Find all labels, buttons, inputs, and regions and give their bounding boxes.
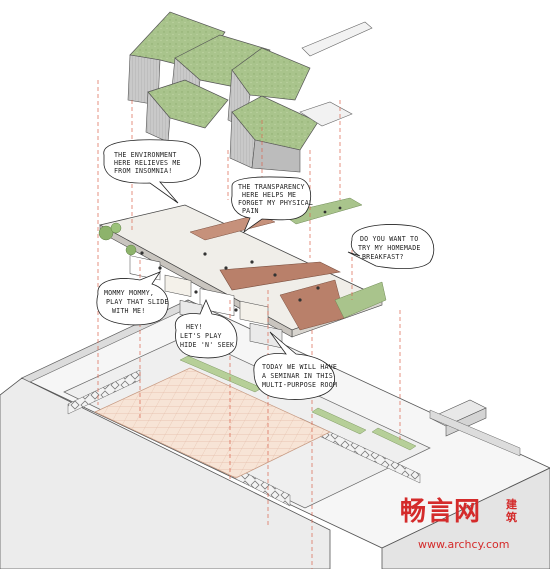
bubble-seminar-line-3: MULTI-PURPOSE ROOM <box>262 381 337 389</box>
bubble-environment-line-1: THE ENVIRONMENT <box>114 151 177 159</box>
bubble-seminar-line-1: TODAY WE WILL HAVE <box>262 363 337 371</box>
green-walkway <box>281 197 363 225</box>
roof-level <box>127 11 373 173</box>
right-parapet <box>429 409 521 457</box>
base-green-strip-3 <box>371 427 417 451</box>
base-green-strip-2 <box>311 407 367 435</box>
base-left-facade <box>0 377 331 569</box>
bubble-hide-line-3: HIDE 'N' SEEK <box>180 341 234 349</box>
speech-bubble-seminar: TODAY WE WILL HAVE A SEMINAR IN THIS MUL… <box>253 331 337 400</box>
green-strip-right <box>334 281 387 319</box>
trees <box>98 222 137 256</box>
watermark-side-2: 筑 <box>506 510 517 524</box>
base-right-facade <box>381 467 550 569</box>
people <box>140 206 342 312</box>
bubble-environment-line-3: FROM INSOMNIA! <box>114 167 172 175</box>
bubble-breakfast-line-3: BREAKFAST? <box>362 253 404 261</box>
speech-bubble-transparency: THE TRANSPARENCY HERE HELPS ME FORGET MY… <box>231 176 313 234</box>
bubble-slide-line-2: PLAY THAT SLIDE <box>106 298 169 306</box>
speech-bubble-breakfast: DO YOU WANT TO TRY MY HOMEMADE BREAKFAST… <box>347 224 435 270</box>
brown-walkway <box>219 261 341 291</box>
bubble-slide-line-1: MOMMY MOMMY, <box>104 289 154 297</box>
base-building <box>0 299 550 569</box>
bubble-transparency-line-2: HERE HELPS ME <box>242 191 296 199</box>
brown-ramp <box>279 279 346 331</box>
bubble-seminar-line-2: A SEMINAR IN THIS <box>262 372 333 380</box>
watermark-brand: 畅言网 <box>400 497 481 527</box>
bubble-transparency-line-3: FORGET MY PHYSICAL <box>238 199 313 207</box>
watermark: 畅言网 建 筑 www.archcy.com <box>400 497 518 551</box>
speech-bubble-hide: HEY! LET'S PLAY HIDE 'N' SEEK <box>174 298 238 359</box>
bubble-breakfast-line-2: TRY MY HOMEMADE <box>358 244 421 252</box>
watermark-side-1: 建 <box>506 497 518 511</box>
roof-bridge <box>301 21 373 57</box>
bubble-transparency-line-1: THE TRANSPARENCY <box>238 183 305 191</box>
bubble-slide-line-3: WITH ME! <box>112 307 145 315</box>
floor-plate <box>98 197 387 349</box>
bubble-breakfast-line-1: DO YOU WANT TO <box>360 235 418 243</box>
bubble-hide-line-2: LET'S PLAY <box>180 332 222 340</box>
bubble-transparency-line-4: PAIN <box>242 207 259 215</box>
tiled-plaza <box>94 367 331 479</box>
bubble-hide-line-1: HEY! <box>186 323 203 331</box>
bubble-environment-line-2: HERE RELIEVES ME <box>114 159 181 167</box>
speech-bubble-environment: THE ENVIRONMENT HERE RELIEVES ME FROM IN… <box>103 139 201 204</box>
roof-deck <box>299 101 353 127</box>
watermark-url: www.archcy.com <box>418 538 510 551</box>
speech-bubble-slide: MOMMY MOMMY, PLAY THAT SLIDE WITH ME! <box>96 271 169 326</box>
